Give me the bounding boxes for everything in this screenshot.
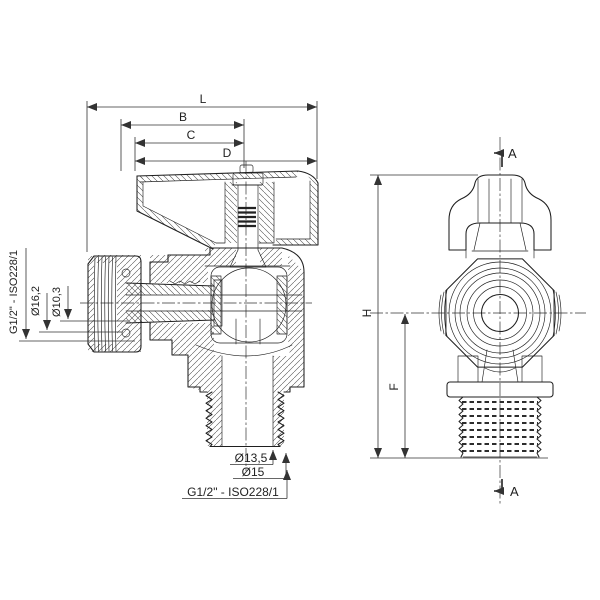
- handle-front: [448, 174, 552, 259]
- front-dimensions: H F A A: [360, 146, 548, 499]
- outlet-front: [446, 349, 554, 458]
- section-label-top: A: [508, 146, 517, 161]
- packing-spring: [238, 206, 256, 228]
- side-port-right: [552, 289, 562, 337]
- swivel-nut: [87, 255, 142, 353]
- label-outlet-inner-dia: Ø13,5: [235, 451, 268, 465]
- side-port-left: [438, 289, 448, 337]
- dim-label-D: D: [223, 146, 232, 160]
- section-marker-top: A: [494, 146, 517, 167]
- label-outlet-thread: G1/2" - ISO228/1: [187, 485, 279, 499]
- section-label-bottom: A: [510, 484, 519, 499]
- section-hatching: [88, 171, 318, 446]
- inlet-tailpiece: [125, 279, 303, 327]
- body-front: [438, 258, 562, 368]
- label-inlet-inner-dia: Ø10,3: [51, 287, 63, 317]
- label-inlet-thread: G1/2" - ISO228/1: [8, 250, 20, 334]
- label-inlet-outer-dia: Ø16,2: [30, 286, 42, 316]
- dim-label-F: F: [387, 383, 401, 390]
- section-view: [80, 161, 319, 471]
- handle-section: [136, 170, 319, 250]
- section-marker-bottom: A: [494, 479, 519, 499]
- valve-body: [149, 247, 305, 393]
- label-outlet-outer-dia: Ø15: [242, 465, 265, 479]
- dim-label-H: H: [360, 309, 374, 318]
- dim-label-B: B: [179, 110, 187, 124]
- front-view: [370, 137, 586, 505]
- section-dimensions: L B C D G1/2" - ISO228/1 Ø16,2 Ø10,3 Ø13…: [8, 92, 318, 499]
- stem-assembly: [229, 164, 267, 268]
- outlet-thread: [205, 355, 285, 448]
- dim-label-C: C: [187, 128, 196, 142]
- dim-label-L: L: [200, 92, 207, 106]
